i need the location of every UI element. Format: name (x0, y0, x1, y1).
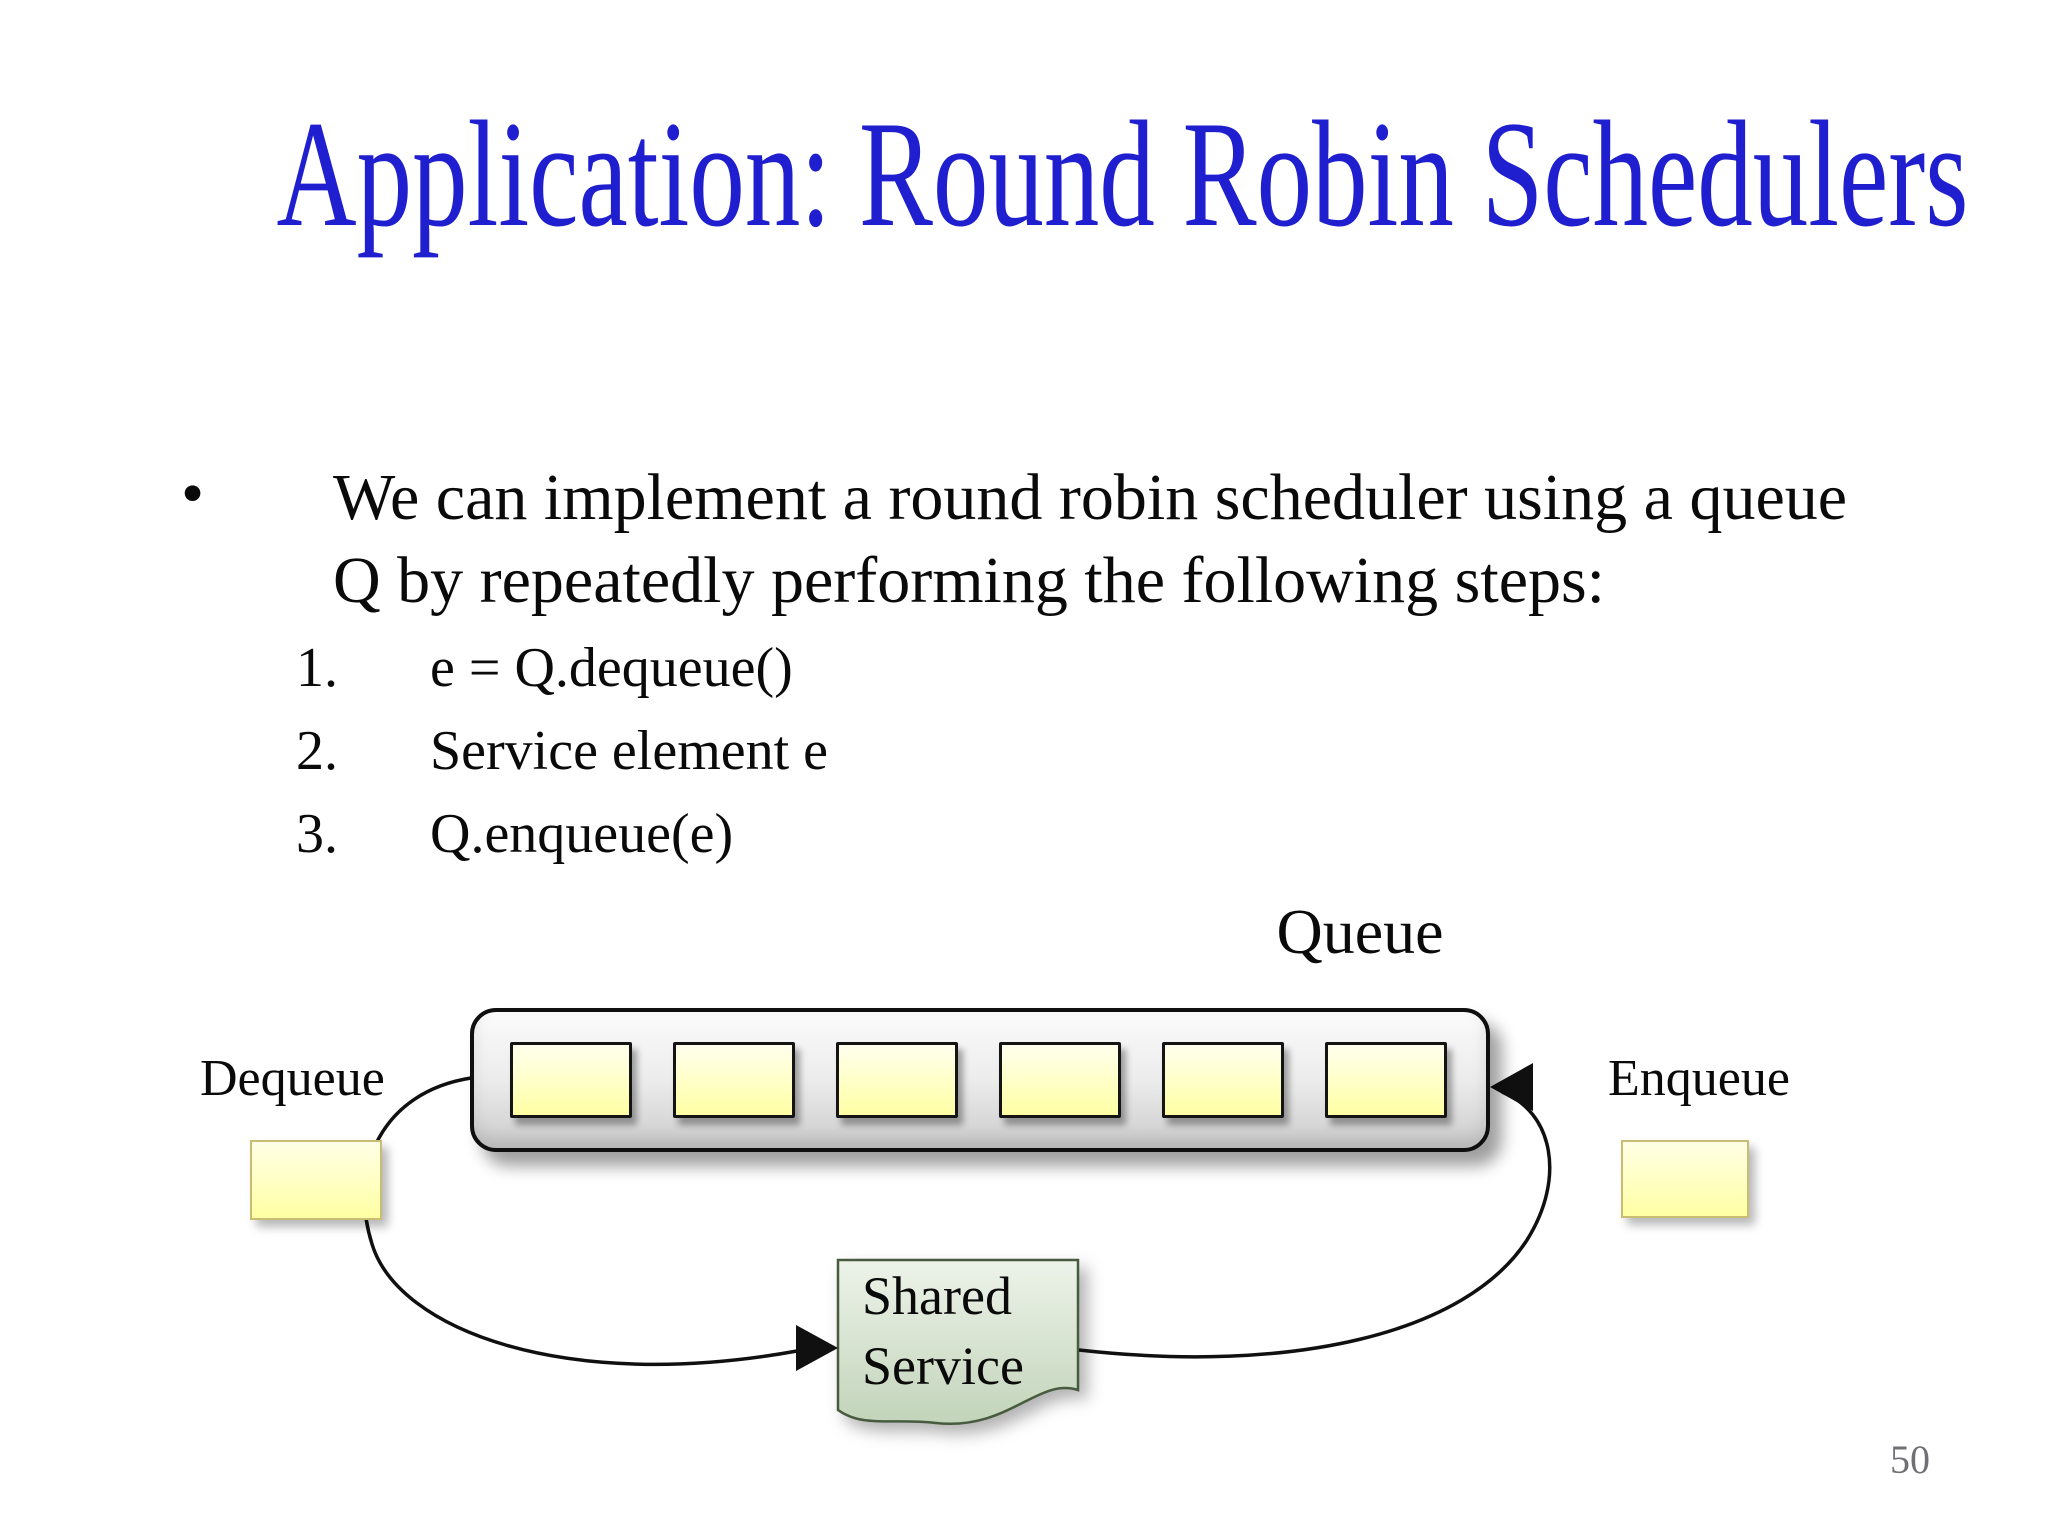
queue-label: Queue (1276, 896, 1444, 967)
slide-title: Application: Round Robin Schedulers (276, 90, 1969, 258)
enqueue-element-box (1621, 1140, 1749, 1218)
shared-service-line-1: Shared (862, 1266, 1012, 1326)
page-number: 50 (1890, 1437, 1930, 1482)
step-3-text: Q.enqueue(e) (430, 803, 734, 865)
shared-service-label: Shared Service (862, 1261, 1024, 1401)
arrowhead-into-queue-icon (1490, 1063, 1533, 1111)
dequeue-label: Dequeue (200, 1050, 385, 1107)
step-3-number: 3. (296, 803, 338, 865)
queue-cell (1325, 1042, 1447, 1118)
shared-service-line-2: Service (862, 1336, 1024, 1396)
bullet-line-1: We can implement a round robin scheduler… (333, 461, 1848, 534)
queue-cell (836, 1042, 958, 1118)
queue-cell (673, 1042, 795, 1118)
queue-cell (999, 1042, 1121, 1118)
queue-cell (510, 1042, 632, 1118)
bullet-line-2: Q by repeatedly performing the following… (333, 544, 1606, 617)
step-2-text: Service element e (430, 720, 829, 782)
step-1-number: 1. (296, 637, 338, 699)
bullet-paragraph: We can implement a round robin scheduler… (333, 456, 1847, 622)
queue-container (470, 1008, 1490, 1152)
bullet-icon: • (181, 457, 205, 530)
step-2-number: 2. (296, 720, 338, 782)
arrowhead-into-service-icon (796, 1325, 838, 1371)
dequeue-element-box (250, 1140, 382, 1220)
enqueue-label: Enqueue (1608, 1050, 1790, 1107)
step-1-text: e = Q.dequeue() (430, 637, 793, 699)
queue-cell (1162, 1042, 1284, 1118)
